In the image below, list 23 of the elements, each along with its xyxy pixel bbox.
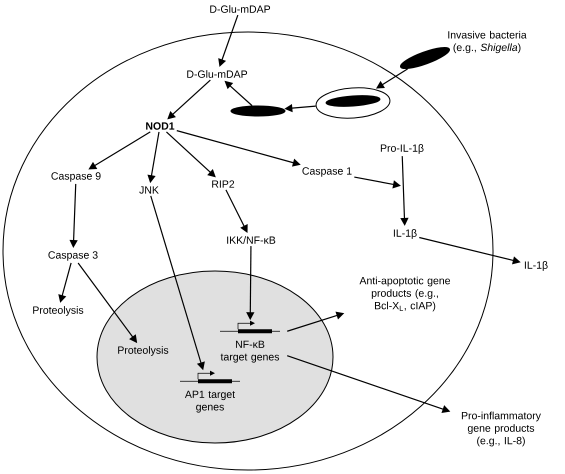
- molecule-label: Anti-apoptotic gene products (e.g., Bcl-X$_{L}$, cIAP): [360, 276, 450, 312]
- molecule-label: IL-1β: [394, 229, 417, 239]
- arrow: [376, 68, 408, 89]
- molecule-label: IL-1β: [524, 261, 548, 271]
- molecule-label: D-Glu-mDAP: [210, 5, 270, 13]
- molecule-label: NOD1: [146, 122, 174, 130]
- molecule-label: NF-κB target genes: [220, 340, 280, 363]
- bacterium: [400, 46, 450, 70]
- molecule-label: Caspase 3: [48, 251, 98, 261]
- node-label: Invasive bacteria (e.g., Shigella): [448, 30, 527, 54]
- molecule-label: Proteolysis: [33, 306, 84, 316]
- molecule-label: RIP2: [212, 180, 234, 188]
- molecule-label: Proteolysis: [118, 346, 168, 356]
- molecule-label: Pro-IL-1β: [380, 144, 424, 154]
- molecule-label: JNK: [139, 186, 159, 194]
- molecule-label: D-Glu-mDAP: [187, 70, 248, 78]
- molecule-label: IKK/NF-κB: [227, 236, 276, 244]
- molecule-label: Caspase 9: [51, 172, 101, 182]
- molecule-label: Pro-inflammatory gene products (e.g., IL-8): [462, 412, 541, 446]
- molecule-label: AP1 target genes: [184, 390, 236, 413]
- bacterium: [326, 95, 380, 107]
- molecule-label: Caspase 1: [302, 167, 352, 177]
- nucleus: [96, 270, 334, 444]
